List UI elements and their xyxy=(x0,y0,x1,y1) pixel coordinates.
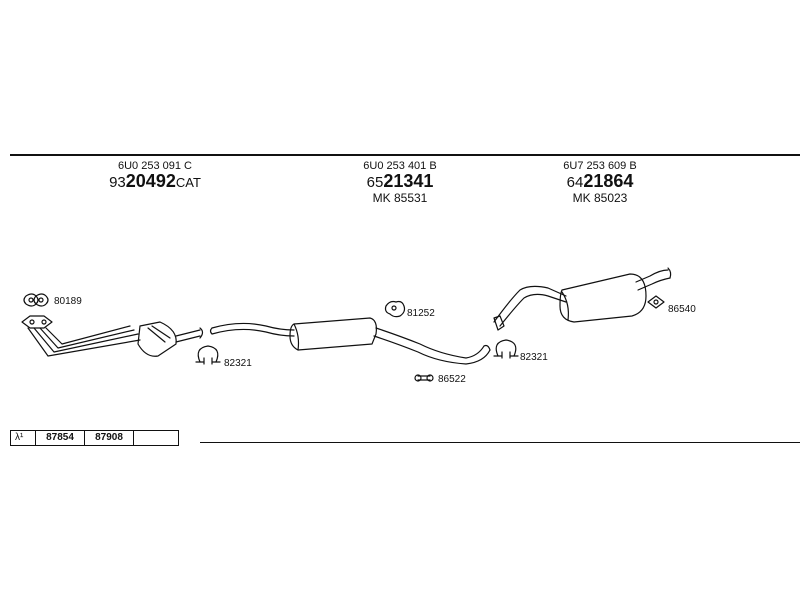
footer-divider xyxy=(200,442,800,443)
hanger-icon xyxy=(384,300,406,318)
parts-cell: 87854 xyxy=(36,431,85,445)
part-header-catalyst: 6U0 253 091 C 9320492CAT xyxy=(95,160,215,192)
part-number: 9320492CAT xyxy=(109,171,201,192)
part-number: 6421864 xyxy=(566,171,634,192)
oem-number: 6U7 253 609 B xyxy=(563,160,637,172)
clamp-icon xyxy=(493,339,519,359)
oem-number: 6U0 253 401 B xyxy=(363,160,437,172)
label-86540: 86540 xyxy=(668,304,696,315)
rear-silencer xyxy=(493,267,672,331)
front-pipe-catalyst xyxy=(21,315,204,357)
parts-cell: 87908 xyxy=(85,431,134,445)
mounting-kit-number: MK 85023 xyxy=(572,190,628,205)
label-81252: 81252 xyxy=(407,308,435,319)
parts-cell xyxy=(134,431,178,445)
rubber-mount-icon xyxy=(414,374,434,382)
middle-silencer xyxy=(209,317,491,365)
part-number: 6521341 xyxy=(366,171,434,192)
label-86522: 86522 xyxy=(438,374,466,385)
rubber-hanger-icon xyxy=(647,295,665,309)
label-82321-right: 82321 xyxy=(520,352,548,363)
gasket-icon xyxy=(23,293,49,307)
label-80189: 80189 xyxy=(54,296,82,307)
mounting-kit-number: MK 85531 xyxy=(372,190,428,205)
parts-row: λ¹ 87854 87908 xyxy=(10,430,179,446)
label-82321-left: 82321 xyxy=(224,358,252,369)
header-divider xyxy=(10,154,800,156)
clamp-icon xyxy=(195,345,221,365)
lambda-symbol: λ¹ xyxy=(11,431,36,445)
part-header-rear-silencer: 6U7 253 609 B 6421864 MK 85023 xyxy=(540,160,660,205)
oem-number: 6U0 253 091 C xyxy=(118,160,192,172)
part-header-middle-silencer: 6U0 253 401 B 6521341 MK 85531 xyxy=(340,160,460,205)
